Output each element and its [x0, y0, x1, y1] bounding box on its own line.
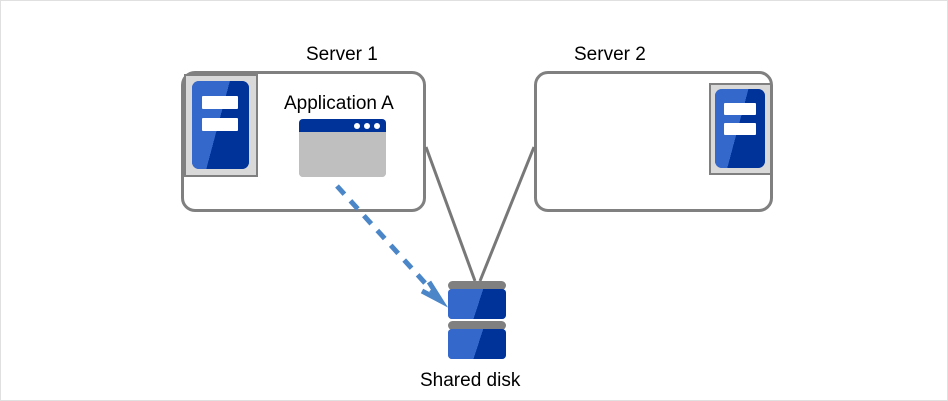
application-window-titlebar	[299, 119, 386, 132]
server-icon-bar-bottom	[202, 118, 238, 131]
server2-title-label: Server 2	[574, 44, 646, 65]
application-window-icon	[299, 119, 386, 177]
application-a-label: Application A	[284, 93, 394, 114]
application-a-to-disk-arrowhead	[420, 280, 449, 308]
shared-disk-label: Shared disk	[420, 370, 521, 391]
disk-platter-top	[448, 289, 506, 319]
server1-title-label: Server 1	[306, 44, 378, 65]
disk-platter-bottom	[448, 329, 506, 359]
server2-to-disk-connector	[478, 146, 536, 282]
server1-to-disk-connector	[424, 146, 477, 282]
application-window-body	[299, 132, 386, 177]
server1-box	[181, 71, 426, 212]
application-window-dot-3	[374, 123, 380, 129]
server-icon	[192, 81, 249, 169]
disk-platter-shade	[448, 329, 506, 359]
server-icon-bar-top	[724, 103, 756, 115]
application-window-dot-1	[354, 123, 360, 129]
server-icon-bar-bottom	[724, 123, 756, 135]
disk-bar-bottom	[448, 321, 506, 330]
disk-platter-shade	[448, 289, 506, 319]
server-icon-bar-top	[202, 96, 238, 109]
server-icon	[715, 89, 765, 168]
disk-bar-top	[448, 281, 506, 290]
application-window-dot-2	[364, 123, 370, 129]
